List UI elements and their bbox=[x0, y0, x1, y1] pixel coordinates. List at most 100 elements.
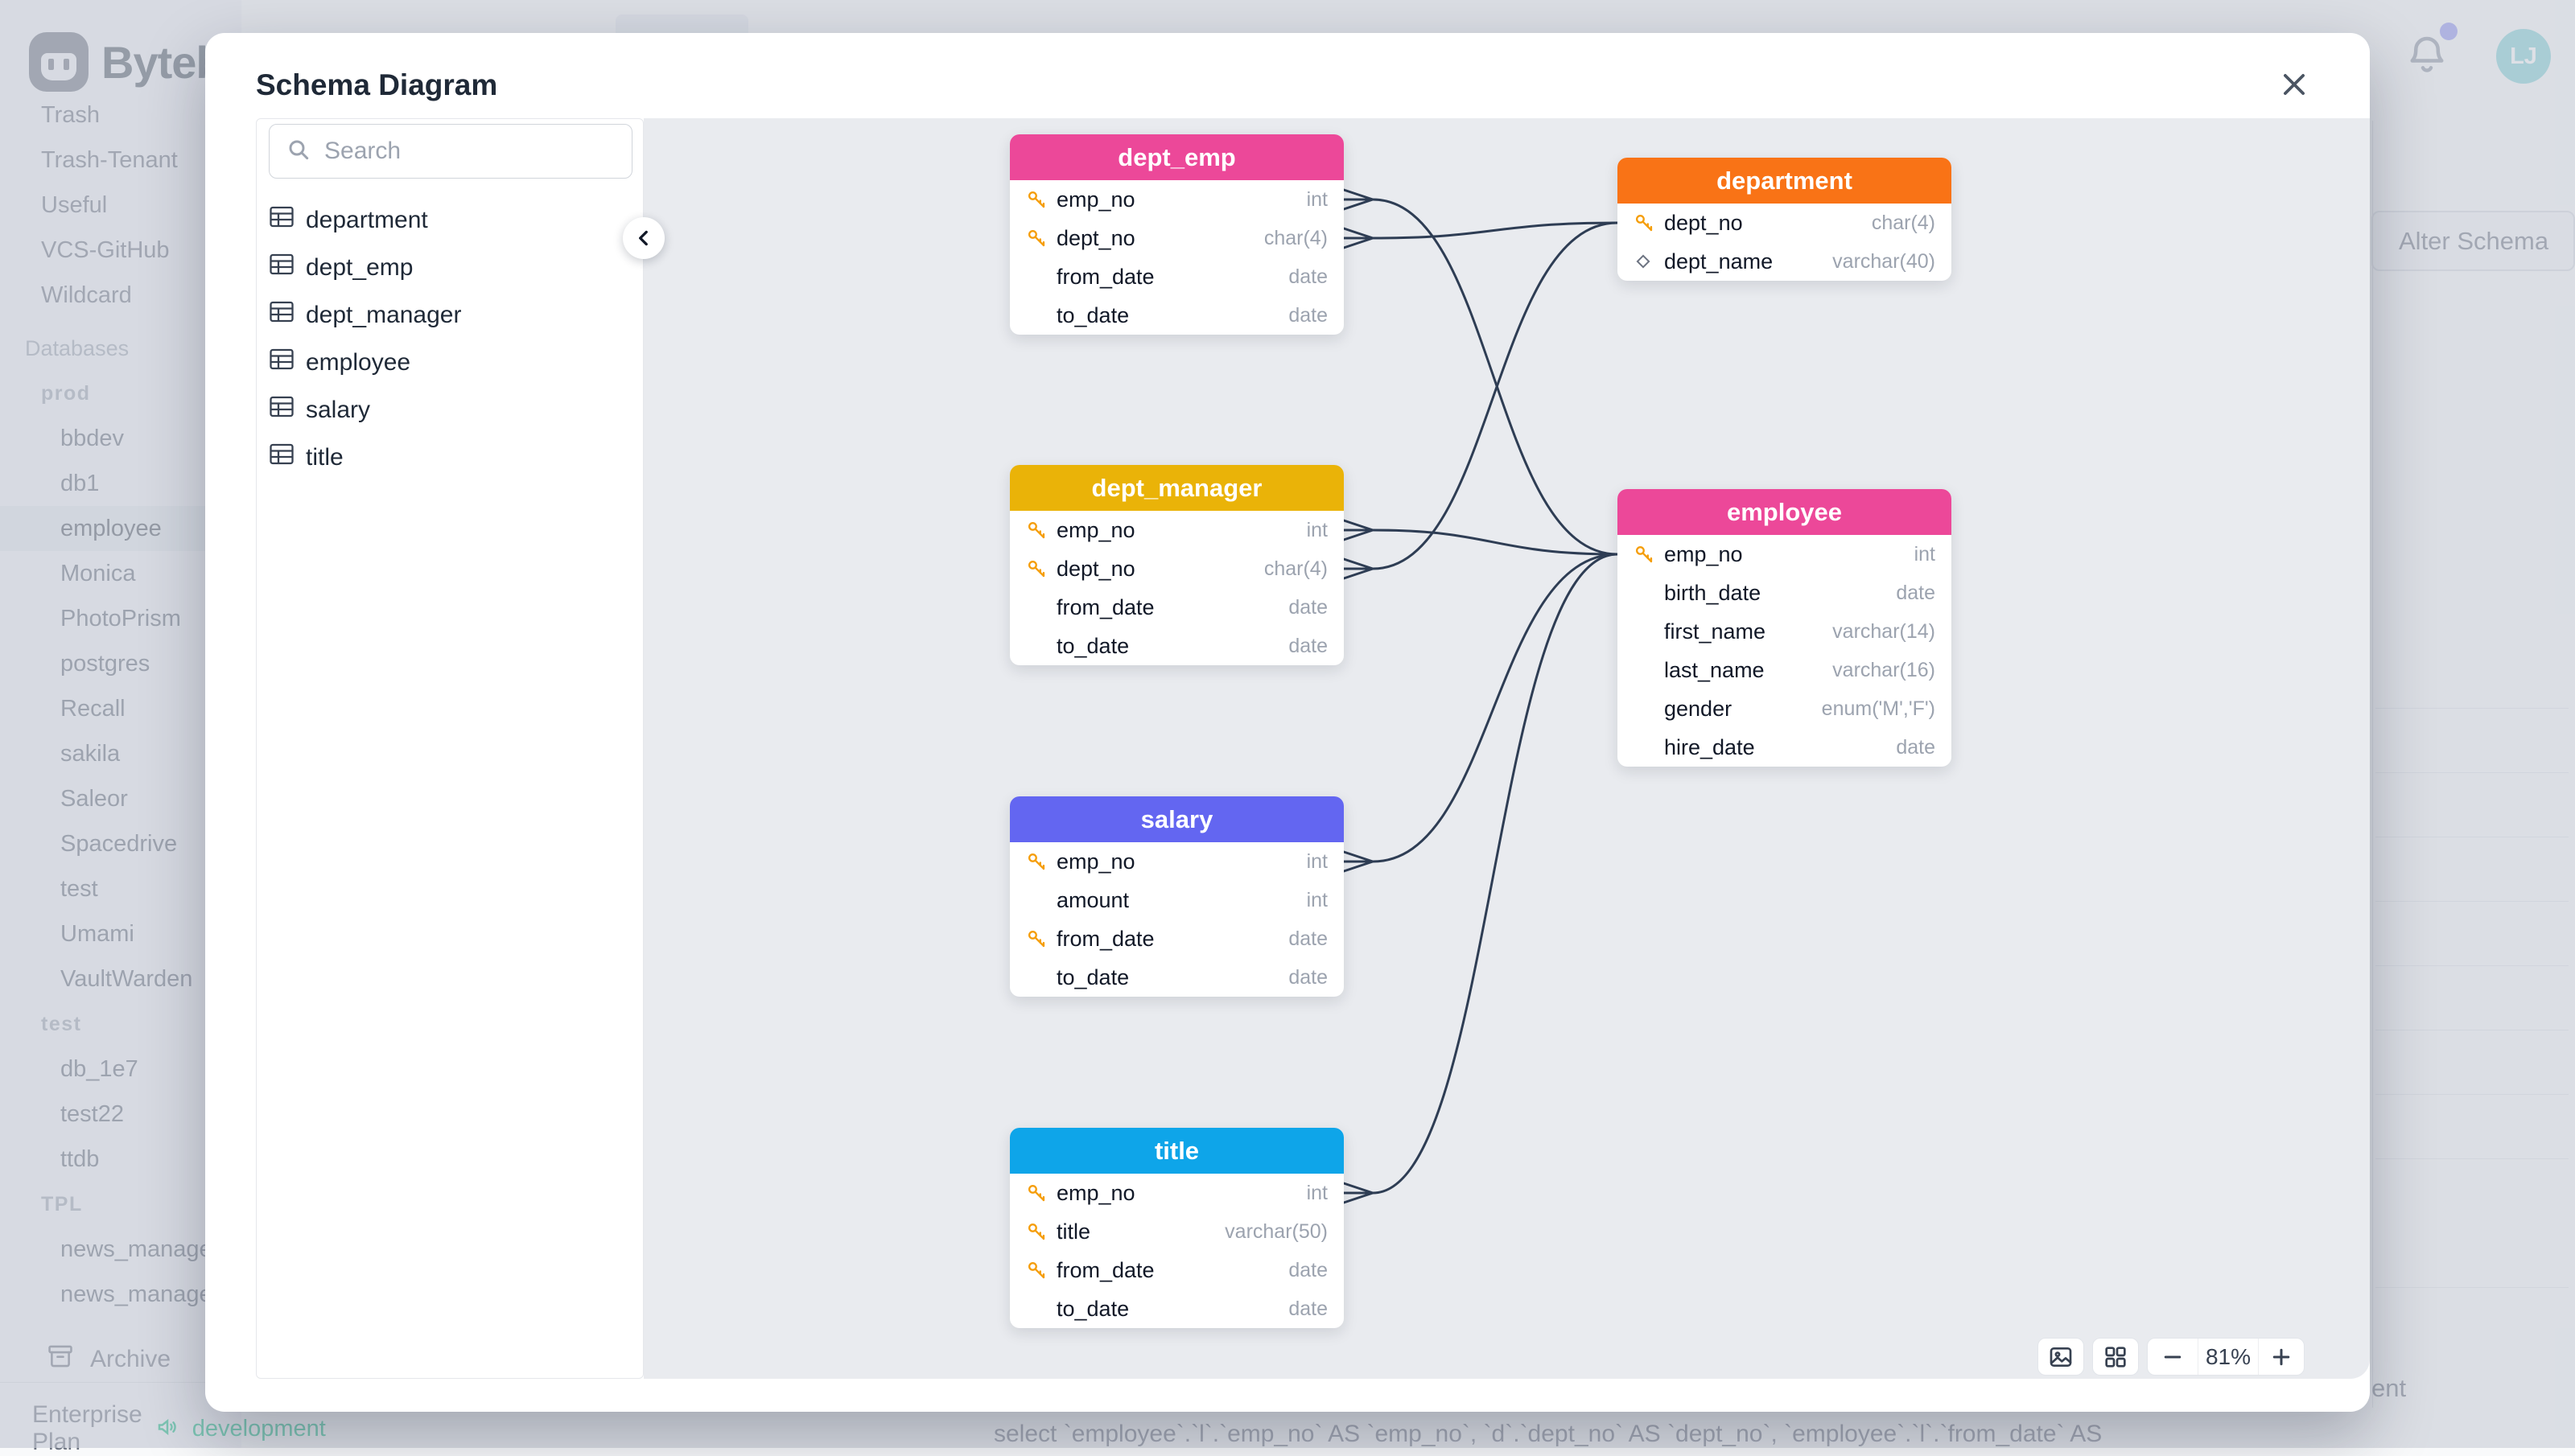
table-list-item-salary[interactable]: salary bbox=[257, 386, 643, 434]
key-icon bbox=[1634, 212, 1658, 234]
relation-crowfoot bbox=[1342, 519, 1374, 541]
column-type: int bbox=[1306, 1181, 1328, 1204]
relation-crowfoot bbox=[1342, 850, 1374, 873]
table-list-panel: department dept_emp dept_manager employee sa… bbox=[256, 118, 644, 1379]
column-type: char(4) bbox=[1871, 211, 1935, 234]
minus-icon bbox=[2164, 1355, 2182, 1358]
key-icon bbox=[1026, 189, 1050, 211]
column-name: first_name bbox=[1664, 619, 1766, 644]
table-icon bbox=[270, 253, 294, 282]
column-type: date bbox=[1288, 265, 1328, 288]
table-icon bbox=[270, 206, 294, 234]
collapse-panel-button[interactable] bbox=[623, 217, 665, 259]
relation-crowfoot bbox=[1342, 227, 1374, 249]
diamond-icon bbox=[1634, 252, 1658, 271]
column-row-dept_no: dept_no char(4) bbox=[1010, 549, 1344, 588]
table-list-item-title[interactable]: title bbox=[257, 434, 643, 481]
column-name: emp_no bbox=[1057, 187, 1135, 212]
image-icon bbox=[2050, 1347, 2072, 1367]
table-list-item-dept_manager[interactable]: dept_manager bbox=[257, 291, 643, 339]
zoom-out-button[interactable] bbox=[2148, 1339, 2198, 1375]
column-row-to_date: to_date date bbox=[1010, 296, 1344, 335]
column-name: dept_no bbox=[1057, 556, 1135, 581]
modal-title: Schema Diagram bbox=[256, 68, 498, 101]
column-name: dept_no bbox=[1057, 225, 1135, 250]
key-icon bbox=[1026, 851, 1050, 873]
column-type: int bbox=[1306, 849, 1328, 873]
table-list-item-employee[interactable]: employee bbox=[257, 339, 643, 386]
column-name: from_date bbox=[1057, 264, 1155, 289]
column-name: gender bbox=[1664, 696, 1732, 721]
zoom-level-label: 81% bbox=[2198, 1339, 2259, 1375]
column-name: to_date bbox=[1057, 302, 1130, 327]
column-name: title bbox=[1057, 1219, 1091, 1244]
column-type: varchar(50) bbox=[1225, 1220, 1328, 1243]
column-row-dept_no: dept_no char(4) bbox=[1617, 204, 1951, 242]
table-icon bbox=[270, 443, 294, 471]
key-icon bbox=[1634, 544, 1658, 566]
key-icon bbox=[1026, 1260, 1050, 1281]
column-type: int bbox=[1306, 187, 1328, 211]
key-icon bbox=[1026, 1221, 1050, 1243]
column-name: emp_no bbox=[1664, 541, 1743, 566]
column-row-first_name: first_name varchar(14) bbox=[1617, 612, 1951, 651]
table-list-label: salary bbox=[306, 396, 371, 423]
relation-crowfoot bbox=[1342, 557, 1374, 580]
column-name: hire_date bbox=[1664, 734, 1755, 759]
table-list-label: dept_manager bbox=[306, 301, 462, 328]
table-list-item-department[interactable]: department bbox=[257, 196, 643, 244]
plus-icon bbox=[2272, 1348, 2290, 1365]
column-name: emp_no bbox=[1057, 1180, 1135, 1205]
relation-crowfoot bbox=[1342, 1182, 1374, 1204]
search-input[interactable] bbox=[324, 138, 614, 165]
column-type: date bbox=[1288, 303, 1328, 327]
close-icon[interactable] bbox=[2276, 67, 2312, 102]
export-image-button[interactable] bbox=[2037, 1338, 2084, 1376]
table-header: salary bbox=[1010, 796, 1344, 842]
column-type: int bbox=[1914, 542, 1935, 566]
zoom-in-button[interactable] bbox=[2259, 1339, 2304, 1375]
relation-line bbox=[1371, 553, 1619, 863]
column-type: varchar(14) bbox=[1832, 619, 1935, 643]
column-row-hire_date: hire_date date bbox=[1617, 728, 1951, 767]
column-type: date bbox=[1288, 595, 1328, 619]
table-list-label: employee bbox=[306, 348, 411, 376]
column-type: date bbox=[1896, 735, 1935, 759]
column-name: birth_date bbox=[1664, 580, 1761, 605]
column-type: char(4) bbox=[1263, 557, 1328, 580]
table-list-item-dept_emp[interactable]: dept_emp bbox=[257, 244, 643, 291]
key-icon bbox=[1026, 558, 1050, 580]
schema-diagram-modal: Schema Diagram department dept_emp dept_ma… bbox=[205, 33, 2370, 1412]
column-name: dept_name bbox=[1664, 249, 1774, 274]
relations-layer bbox=[1342, 188, 1619, 1204]
column-type: varchar(16) bbox=[1832, 658, 1935, 681]
table-icon bbox=[270, 301, 294, 329]
column-name: to_date bbox=[1057, 1296, 1130, 1321]
table-list-label: title bbox=[306, 443, 344, 471]
column-type: enum('M','F') bbox=[1821, 697, 1935, 720]
table-list-label: department bbox=[306, 206, 428, 233]
column-name: dept_no bbox=[1664, 210, 1743, 235]
column-type: date bbox=[1288, 965, 1328, 989]
column-row-title: title varchar(50) bbox=[1010, 1212, 1344, 1251]
column-row-from_date: from_date date bbox=[1010, 257, 1344, 296]
auto-layout-button[interactable] bbox=[2092, 1338, 2139, 1376]
relation-line bbox=[1371, 221, 1619, 570]
table-header: dept_emp bbox=[1010, 134, 1344, 180]
